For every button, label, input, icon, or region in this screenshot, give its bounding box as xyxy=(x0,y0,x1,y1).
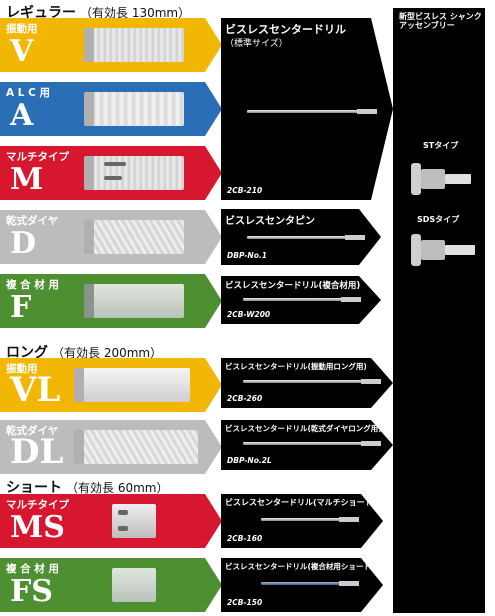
core-bit-image xyxy=(74,430,198,464)
center-drill-title: ビスレスセンタードリル xyxy=(225,23,346,36)
core-bit-image xyxy=(84,220,184,254)
product-arrow-dl[interactable]: 乾式ダイヤ DL xyxy=(0,420,222,474)
arrow-letter: FS xyxy=(10,574,53,609)
arrow-letter: A xyxy=(10,98,34,133)
ms-drill-title: ビスレスセンタードリル(マルチショート用) xyxy=(225,498,385,507)
arrow-label: 乾式ダイヤ xyxy=(6,215,59,227)
arrow-letter: V xyxy=(10,34,34,69)
center-drill-panel[interactable]: ビスレスセンタードリル （標準サイズ） 2CB-210 xyxy=(221,18,393,200)
arrow-letter: M xyxy=(10,162,44,197)
product-arrow-m[interactable]: マルチタイプ M xyxy=(0,146,222,200)
center-drill-subtitle: （標準サイズ） xyxy=(225,39,288,49)
arrow-label: A L C 用 xyxy=(6,87,50,99)
pin-image xyxy=(247,236,347,239)
fs-drill-panel[interactable]: ビスレスセンタードリル(複合材用ショート用) 2CB-150 xyxy=(221,558,383,612)
drill-image xyxy=(243,298,343,301)
arrow-label: マルチタイプ xyxy=(6,499,69,511)
drill-image xyxy=(243,380,363,383)
section-title-short: ショート （有効長 60mm） xyxy=(6,477,168,497)
center-drill-code: 2CB-210 xyxy=(227,186,263,195)
section-title-regular: レギュラー （有効長 130mm） xyxy=(6,2,190,22)
drill-image xyxy=(247,110,359,113)
product-arrow-v[interactable]: 振動用 V xyxy=(0,18,222,72)
vl-drill-code: 2CB-260 xyxy=(227,394,263,403)
section-title-regular-text: レギュラー xyxy=(6,5,76,21)
arrow-label: マルチタイプ xyxy=(6,151,69,163)
vl-drill-panel[interactable]: ビスレスセンタードリル(振動用ロング用) 2CB-260 xyxy=(221,358,393,408)
arrow-letter: F xyxy=(10,290,32,325)
arrow-letter: D xyxy=(10,226,37,261)
center-pin-code: DBP-No.1 xyxy=(227,251,267,260)
core-bit-image xyxy=(112,504,156,538)
shank-column-title: 新型ビスレス シャンク アッセンブリー xyxy=(399,12,482,30)
arrow-label: 振動用 xyxy=(6,23,38,35)
ms-drill-panel[interactable]: ビスレスセンタードリル(マルチショート用) 2CB-160 xyxy=(221,494,383,548)
product-arrow-fs[interactable]: 複 合 材 用 FS xyxy=(0,558,222,612)
arrow-letter: DL xyxy=(10,432,64,472)
product-arrow-ms[interactable]: マルチタイプ MS xyxy=(0,494,222,548)
product-arrow-a[interactable]: A L C 用 A xyxy=(0,82,222,136)
center-pin-panel[interactable]: ビスレスセンタピン DBP-No.1 xyxy=(221,209,381,265)
arrow-letter: VL xyxy=(10,370,61,410)
vl-drill-title: ビスレスセンタードリル(振動用ロング用) xyxy=(225,362,367,371)
dl-drill-code: DBP-No.2L xyxy=(227,456,272,465)
section-note-regular: （有効長 130mm） xyxy=(80,6,191,20)
composite-drill-panel[interactable]: ビスレスセンタードリル(複合材用) 2CB-W200 xyxy=(221,276,381,324)
arrow-label: 複 合 材 用 xyxy=(6,279,59,291)
dl-drill-title: ビスレスセンタードリル(乾式ダイヤロング用) xyxy=(225,424,382,433)
drill-image xyxy=(261,518,341,521)
product-arrow-d[interactable]: 乾式ダイヤ D xyxy=(0,210,222,264)
core-bit-image xyxy=(74,368,190,402)
ms-drill-code: 2CB-160 xyxy=(227,534,263,543)
core-bit-image xyxy=(112,568,156,602)
composite-drill-title: ビスレスセンタードリル(複合材用) xyxy=(225,281,361,291)
section-title-long: ロング （有効長 200mm） xyxy=(6,342,162,362)
arrow-background xyxy=(0,494,222,548)
center-pin-title: ビスレスセンタピン xyxy=(225,216,315,227)
section-title-long-text: ロング xyxy=(6,345,48,361)
arrow-label: 振動用 xyxy=(6,363,38,375)
composite-drill-code: 2CB-W200 xyxy=(227,310,271,319)
st-shank-image xyxy=(407,163,471,195)
section-note-short: （有効長 60mm） xyxy=(66,481,169,495)
sds-shank-image xyxy=(407,234,475,266)
fs-drill-code: 2CB-150 xyxy=(227,598,263,607)
core-bit-image xyxy=(84,92,184,126)
core-bit-image xyxy=(84,28,184,62)
core-bit-image xyxy=(84,156,184,190)
product-arrow-vl[interactable]: 振動用 VL xyxy=(0,358,222,412)
arrow-label: 乾式ダイヤ xyxy=(6,425,59,437)
arrow-background xyxy=(0,558,222,612)
core-bit-image xyxy=(84,284,184,318)
dl-drill-panel[interactable]: ビスレスセンタードリル(乾式ダイヤロング用) DBP-No.2L xyxy=(221,420,393,470)
fs-drill-title: ビスレスセンタードリル(複合材用ショート用) xyxy=(225,562,382,571)
section-note-long: （有効長 200mm） xyxy=(52,346,163,360)
section-title-short-text: ショート xyxy=(6,480,62,496)
drill-image xyxy=(261,582,341,585)
arrow-letter: MS xyxy=(10,510,65,545)
pin-image xyxy=(243,442,363,445)
st-type-label: STタイプ xyxy=(423,141,459,150)
sds-type-label: SDSタイプ xyxy=(417,215,460,224)
arrow-label: 複 合 材 用 xyxy=(6,563,59,575)
product-arrow-f[interactable]: 複 合 材 用 F xyxy=(0,274,222,328)
shank-assembly-column: 新型ビスレス シャンク アッセンブリー STタイプ SDSタイプ xyxy=(393,8,485,613)
